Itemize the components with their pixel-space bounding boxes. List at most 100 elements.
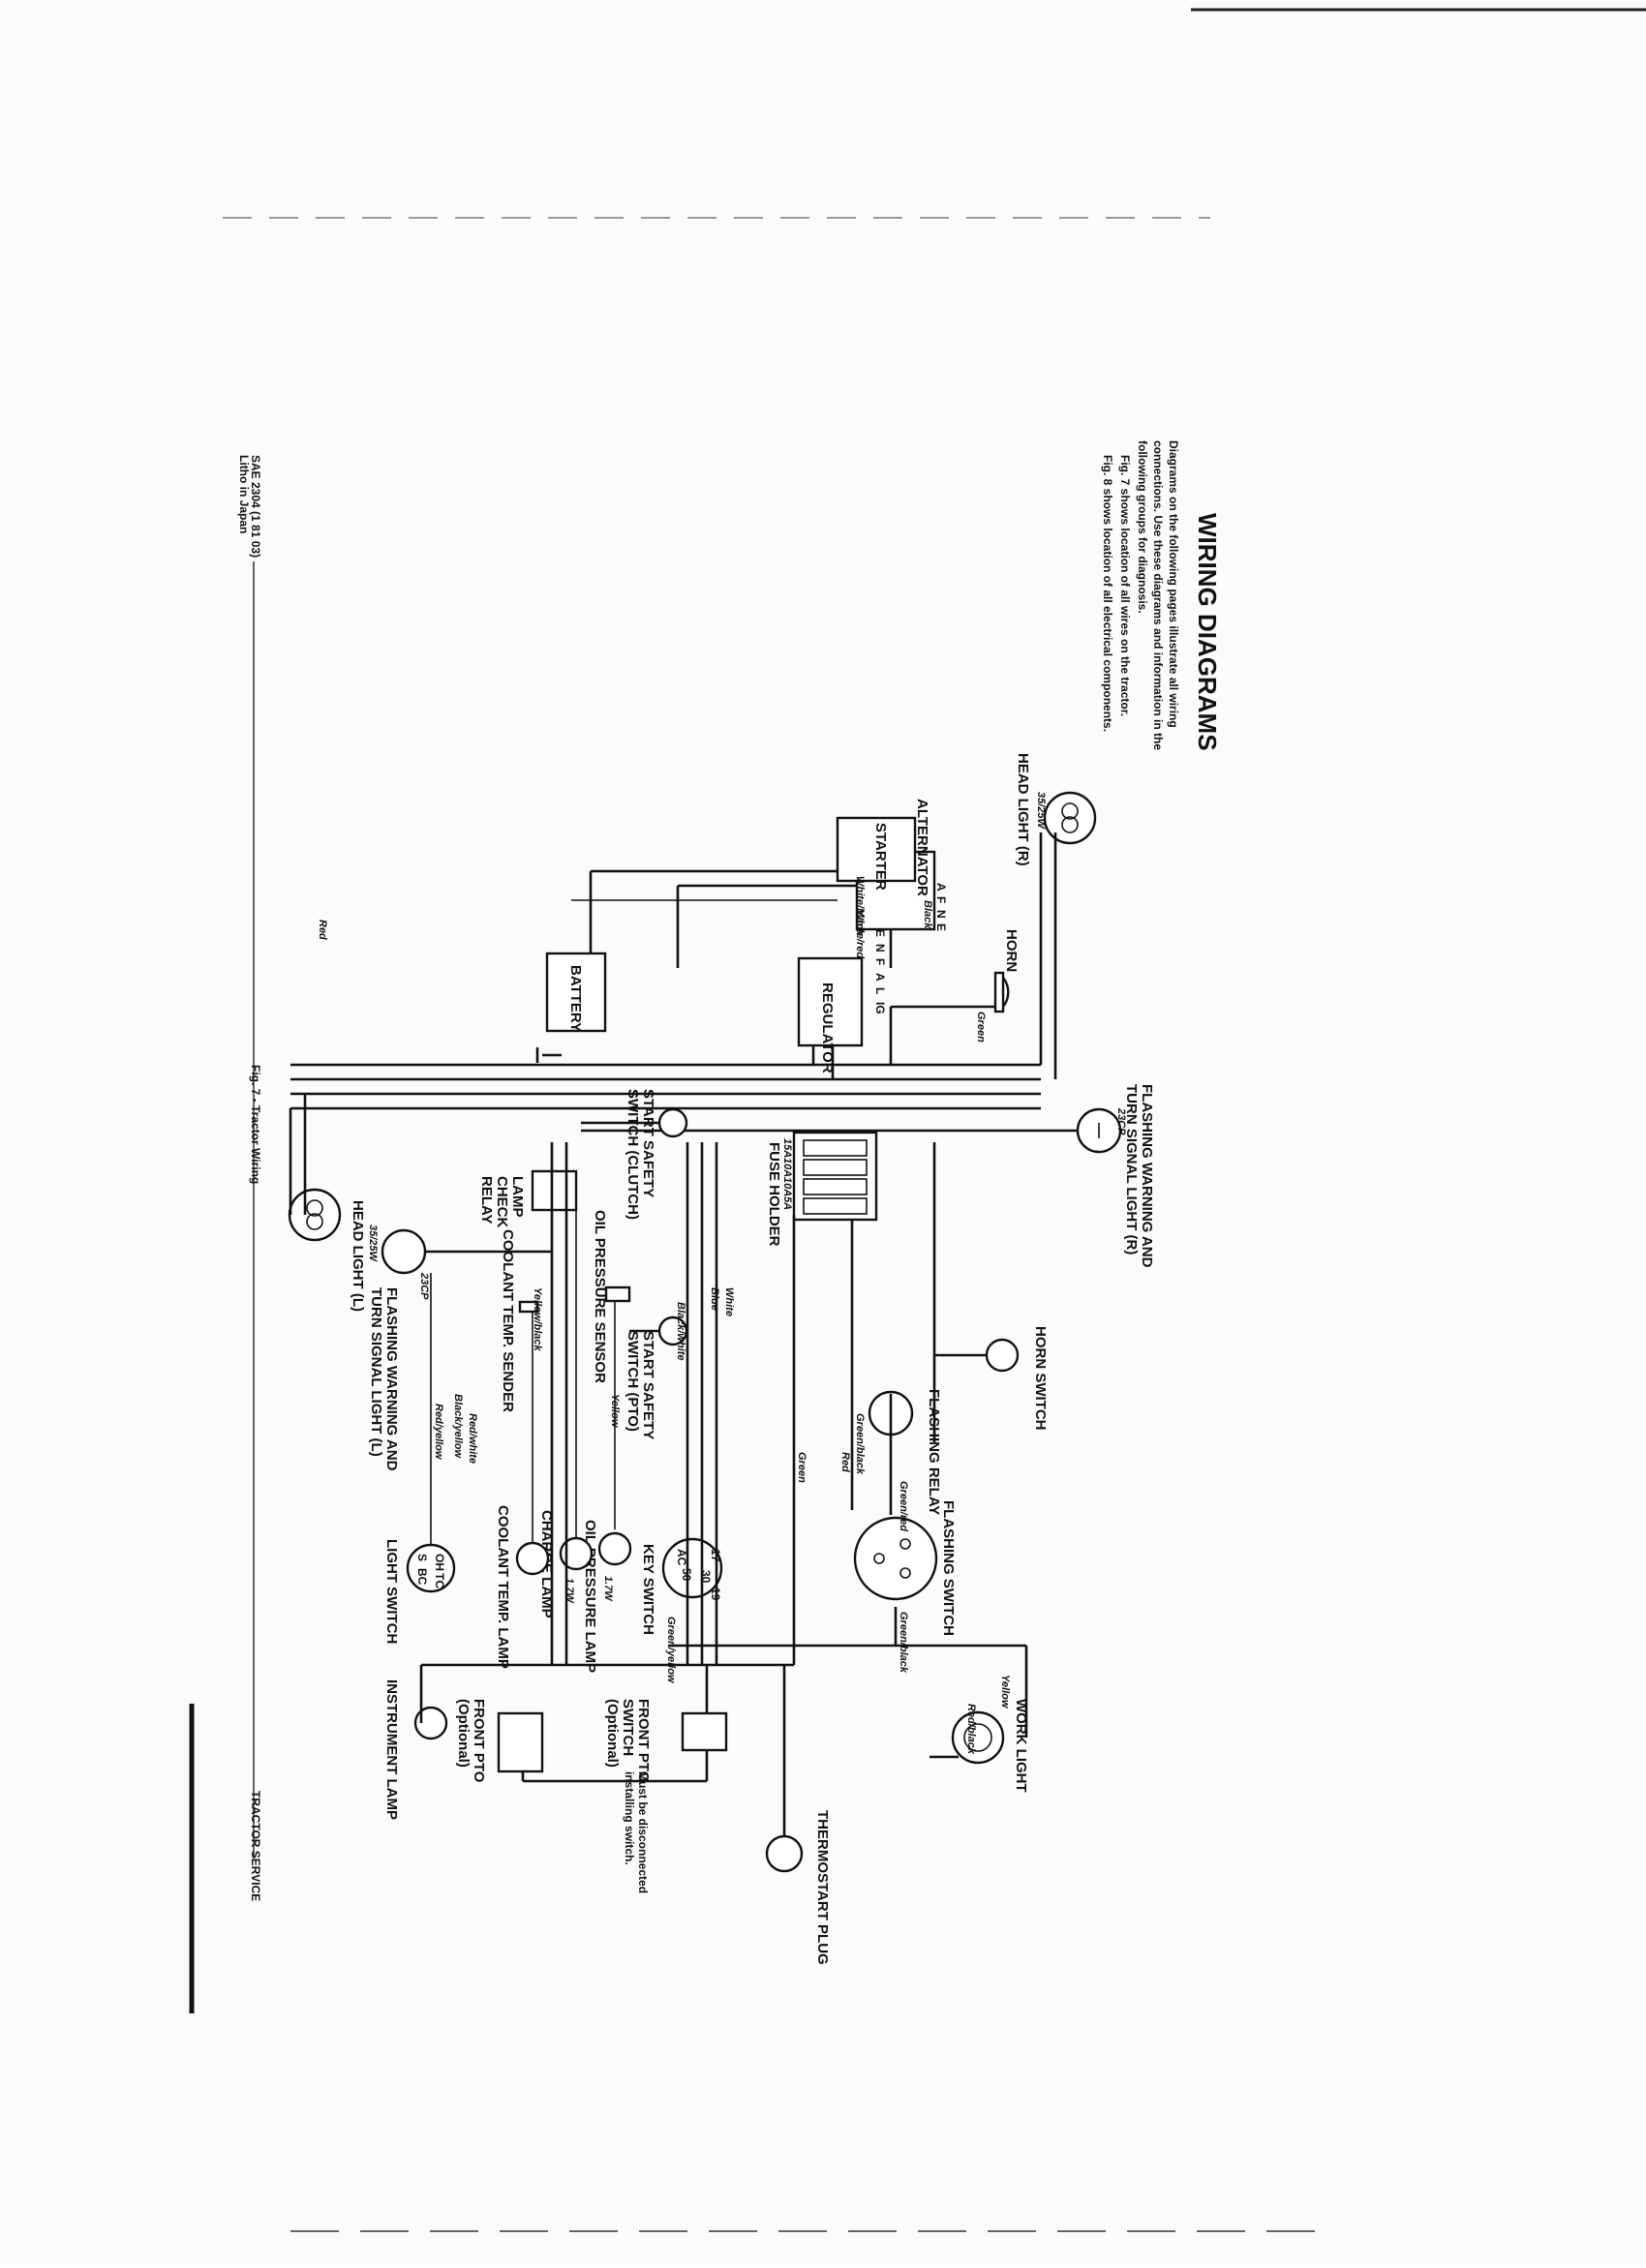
coolant-temp-sender-label: COOLANT TEMP. SENDER — [500, 1229, 516, 1412]
turn-signal-r-label-2: TURN SIGNAL LIGHT (R) — [1123, 1084, 1140, 1255]
footer-right: TRACTOR SERVICE — [249, 1791, 262, 1901]
fuse-holder-label: FUSE HOLDER — [766, 1142, 782, 1247]
horn-switch-label: HORN SWITCH — [1032, 1326, 1049, 1431]
dash-harness — [419, 1121, 1028, 1836]
start-safety-clutch-label-2: SWITCH (CLUTCH) — [625, 1089, 641, 1220]
wire-label-yellow-2: Yellow — [999, 1675, 1011, 1709]
lamp-check-relay: LAMP CHECK RELAY — [478, 1169, 578, 1228]
main-harness — [289, 832, 1057, 1215]
lamp-check-relay-1: LAMP — [509, 1176, 526, 1218]
head-light-r-label: HEAD LIGHT (R) — [1015, 753, 1031, 866]
section-title: WIRING DIAGRAMS — [1193, 513, 1222, 751]
alt-terminal-n: N — [934, 910, 948, 919]
oil-pressure-lamp: OIL PRESSURE LAMP 1.7W — [582, 1520, 632, 1673]
wire-label-red-yellow: Red/yellow — [433, 1404, 444, 1461]
light-terminal-bc: BC — [415, 1568, 429, 1586]
wire-label-yellow-black: Yellow/black — [532, 1287, 543, 1352]
thermostart-plug-label: THERMOSTART PLUG — [814, 1810, 831, 1965]
wire-label-black: Black — [922, 900, 933, 929]
light-terminal-s: S — [415, 1554, 429, 1561]
alt-terminal-a: A — [934, 883, 948, 892]
coolant-temp-lamp: COOLANT TEMP. LAMP — [495, 1505, 550, 1669]
reg-terminal-e: E — [873, 929, 887, 937]
reg-terminal-n: N — [873, 944, 887, 953]
instrument-lamp-label: INSTRUMENT LAMP — [383, 1679, 400, 1820]
flashing-switch: FLASHING SWITCH — [853, 1500, 957, 1636]
work-light: WORK LIGHT — [930, 1699, 1029, 1793]
alternator-label: ALTERNATOR — [914, 799, 930, 896]
reg-terminal-f: F — [873, 958, 887, 965]
fuse-5a: 5A — [781, 1196, 793, 1210]
wire-label-red-white: Red/white — [467, 1413, 478, 1464]
starter: STARTER — [836, 816, 917, 891]
starter-label: STARTER — [872, 823, 889, 891]
wire-label-green-2: Green — [796, 1452, 808, 1483]
front-pto-switch-label-3: (Optional) — [604, 1699, 621, 1768]
intro-fig8: Fig. 8 shows location of all electrical … — [1101, 455, 1114, 732]
lamp-check-relay-3: RELAY — [478, 1176, 495, 1224]
wire-label-yellow: Yellow — [609, 1394, 621, 1429]
head-light-r: 35/25W HEAD LIGHT (R) — [1015, 753, 1097, 866]
horn: HORN — [993, 929, 1020, 1013]
intro-line-3: following groups for diagnosis. — [1136, 440, 1149, 614]
turn-signal-r-rating: 23CP — [1115, 1107, 1127, 1135]
wire-label-white-black: White/black — [854, 876, 866, 936]
intro-line-1: Diagrams on the following pages illustra… — [1167, 440, 1180, 728]
reg-terminal-l: L — [873, 987, 887, 994]
wire-label-green-yellow: Green/yellow — [665, 1617, 677, 1684]
fuse-15a: 15A — [781, 1138, 793, 1158]
footer-left-1: SAE 2304 (1 81 03) — [249, 455, 262, 558]
alt-terminal-e: E — [934, 923, 948, 931]
light-terminal-tc: TC — [433, 1573, 446, 1588]
fuse-10a-1: 10A — [781, 1158, 793, 1177]
key-switch-label: KEY SWITCH — [640, 1544, 656, 1635]
pto-note-1: Must be disconnected — [636, 1771, 650, 1893]
start-safety-pto-label-1: START SAFETY — [640, 1331, 656, 1439]
flashing-switch-label: FLASHING SWITCH — [940, 1500, 957, 1636]
front-pto: FRONT PTO (Optional) — [455, 1699, 544, 1783]
front-pto-switch-label-2: SWITCH — [620, 1699, 636, 1756]
wire-label-red-black: Red/black — [965, 1704, 977, 1755]
front-pto-switch-label-1: FRONT PTO — [635, 1699, 652, 1783]
light-switch-label: LIGHT SWITCH — [383, 1539, 400, 1644]
head-light-l-rating: 35/25W — [367, 1225, 379, 1263]
front-pto-label-2: (Optional) — [455, 1699, 472, 1768]
turn-signal-l-rating: 23CP — [418, 1272, 430, 1300]
fuse-10a-2: 10A — [781, 1177, 793, 1196]
instrument-lamp: INSTRUMENT LAMP — [383, 1679, 448, 1820]
oil-pressure-sensor: OIL PRESSURE SENSOR — [592, 1210, 631, 1383]
wire-label-green: Green — [975, 1012, 987, 1043]
start-safety-clutch-label-1: START SAFETY — [640, 1089, 656, 1197]
turn-signal-r: 23CP FLASHING WARNING AND TURN SIGNAL LI… — [581, 1084, 1155, 1268]
front-pto-switch: FRONT PTO SWITCH (Optional) — [604, 1699, 728, 1783]
battery: BATTERY — [535, 952, 607, 1063]
oil-pressure-sensor-label: OIL PRESSURE SENSOR — [592, 1210, 608, 1383]
wire-label-blue: Blue — [709, 1287, 720, 1311]
regulator: REGULATOR E N F A L IG — [797, 929, 887, 1074]
fuse-holder: 15A 10A 10A 5A FUSE HOLDER — [766, 1131, 878, 1247]
head-light-l-label: HEAD LIGHT (L) — [350, 1200, 366, 1312]
reg-terminal-a: A — [873, 973, 887, 982]
head-light-r-rating: 35/25W — [1035, 792, 1047, 831]
intro-line-2: connections. Use these diagrams and info… — [1151, 440, 1165, 750]
lamp-check-relay-2: CHECK — [494, 1176, 510, 1228]
turn-signal-l-label-2: TURN SIGNAL LIGHT (L) — [368, 1287, 384, 1457]
turn-signal-l: 23CP FLASHING WARNING AND TURN SIGNAL LI… — [368, 1228, 430, 1471]
coolant-temp-lamp-label: COOLANT TEMP. LAMP — [495, 1505, 511, 1669]
start-safety-pto-label-2: SWITCH (PTO) — [625, 1331, 641, 1432]
wire-label-white: White — [723, 1287, 735, 1316]
horn-label: HORN — [1003, 929, 1020, 972]
coolant-temp-sender: COOLANT TEMP. SENDER — [500, 1229, 539, 1412]
intro-fig7: Fig. 7 shows location of all wires on th… — [1118, 455, 1132, 716]
wire-label-red: Red — [317, 920, 328, 940]
figure-caption: Fig. 7 - Tractor Wiring — [249, 1065, 262, 1184]
alt-terminal-f: F — [934, 896, 948, 903]
start-safety-pto: START SAFETY SWITCH (PTO) — [625, 1315, 688, 1439]
wire-label-green-black: Green/black — [854, 1413, 866, 1475]
key-terminal-ac: AC — [675, 1549, 688, 1566]
light-switch: OH TC S BC LIGHT SWITCH — [383, 1539, 456, 1644]
footer-left-2: Litho in Japan — [237, 455, 251, 533]
wire-label-white-red: White/red — [854, 910, 866, 958]
